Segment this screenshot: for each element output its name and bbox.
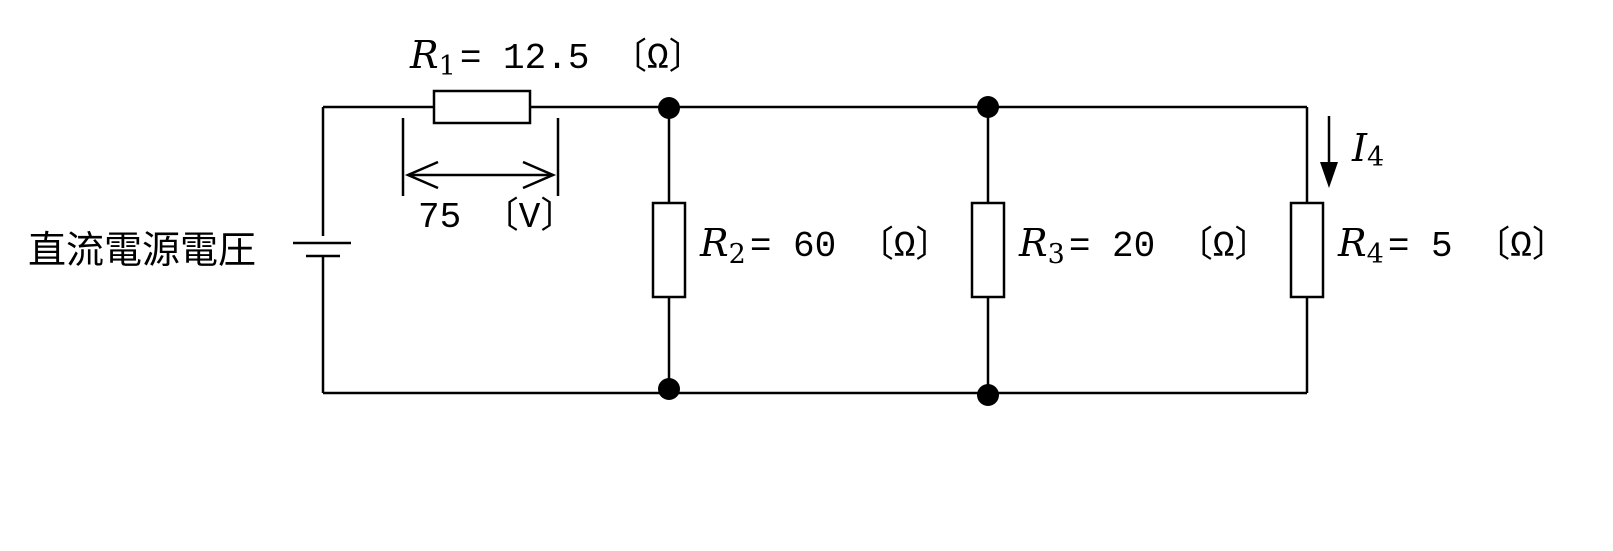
junction-node <box>977 384 999 406</box>
resistor-r4 <box>1289 201 1325 299</box>
junction-node <box>658 378 680 400</box>
resistor-r1 <box>432 89 532 125</box>
voltage-dimension-arrow <box>401 118 560 196</box>
voltage-label: 75 〔V〕 <box>418 195 576 238</box>
battery-symbol <box>293 241 351 258</box>
r2-label: R2= 60 〔Ω〕 <box>699 221 951 270</box>
source-label: 直流電源電圧 <box>28 228 256 272</box>
current-label: I4 <box>1351 126 1384 173</box>
current-arrow-i4 <box>1320 116 1338 188</box>
resistor-r3 <box>970 201 1006 299</box>
r1-label: R1= 12.5 〔Ω〕 <box>409 33 705 82</box>
resistor-r2 <box>651 201 687 299</box>
r3-label: R3= 20 〔Ω〕 <box>1018 221 1270 270</box>
junction-node <box>977 96 999 118</box>
junction-node <box>658 97 680 119</box>
r4-label: R4= 5 〔Ω〕 <box>1337 221 1568 270</box>
